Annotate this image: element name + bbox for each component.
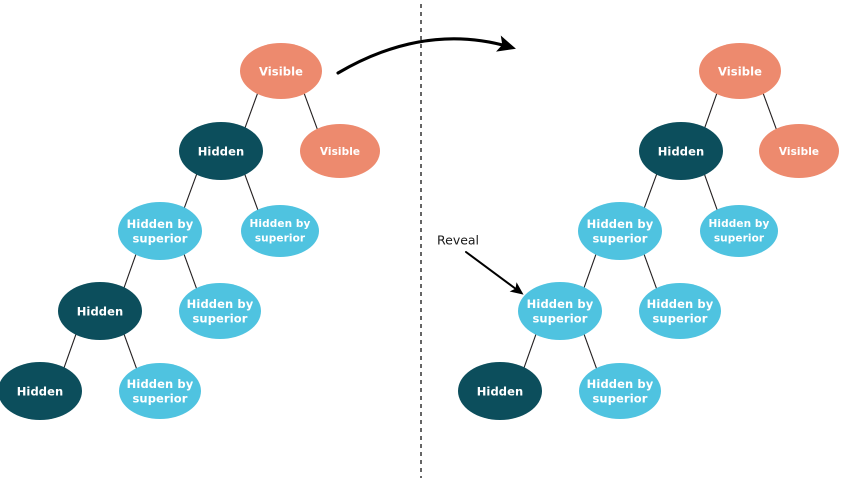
tree-edge [62,332,78,370]
tree-node-hidden[interactable]: Hidden [58,282,142,340]
tree-edge [183,172,198,210]
node-ellipse [700,205,778,257]
tree-edge [703,172,719,212]
node-ellipse [639,122,723,180]
tree-edge [122,252,138,290]
tree-node-hidden[interactable]: Hidden [639,122,723,180]
before-tree-edges [62,91,319,371]
tree-node-visible[interactable]: Visible [759,124,839,178]
tree-node-visible[interactable]: Visible [699,43,781,99]
node-ellipse [578,202,662,260]
tree-node-visible[interactable]: Visible [300,124,380,178]
tree-edge [642,252,658,291]
node-ellipse [58,282,142,340]
tree-edge [762,91,778,131]
tree-edge [243,91,259,130]
node-ellipse [119,363,201,419]
node-ellipse [240,43,322,99]
tree-node-hidden[interactable]: Hidden [179,122,263,180]
tree-node-hidden[interactable]: Hidden [458,362,542,420]
node-ellipse [458,362,542,420]
tree-edge [303,91,319,131]
node-ellipse [300,124,380,178]
tree-edge [522,332,538,370]
node-ellipse [241,205,319,257]
tree-edge [582,252,598,290]
node-ellipse [639,283,721,339]
reveal-label: Reveal [437,233,479,248]
node-ellipse [699,43,781,99]
tree-node-hidden[interactable]: Hidden [0,362,82,420]
tree-edge [703,91,718,130]
node-ellipse [759,124,839,178]
node-ellipse [179,283,261,339]
tree-edge [182,252,198,291]
reveal-arrow-icon [465,251,524,295]
reveal-annotation: Reveal [437,233,524,295]
node-ellipse [518,282,602,340]
transform-arrow-icon [336,35,516,75]
after-tree-edges [522,91,778,371]
node-ellipse [0,362,82,420]
node-ellipse [118,202,202,260]
tree-edge [243,172,259,212]
tree-node-visible[interactable]: Visible [240,43,322,99]
tree-edge [122,332,138,371]
tree-edge [643,172,658,210]
node-ellipse [179,122,263,180]
tree-edge [582,332,598,371]
node-ellipse [579,363,661,419]
